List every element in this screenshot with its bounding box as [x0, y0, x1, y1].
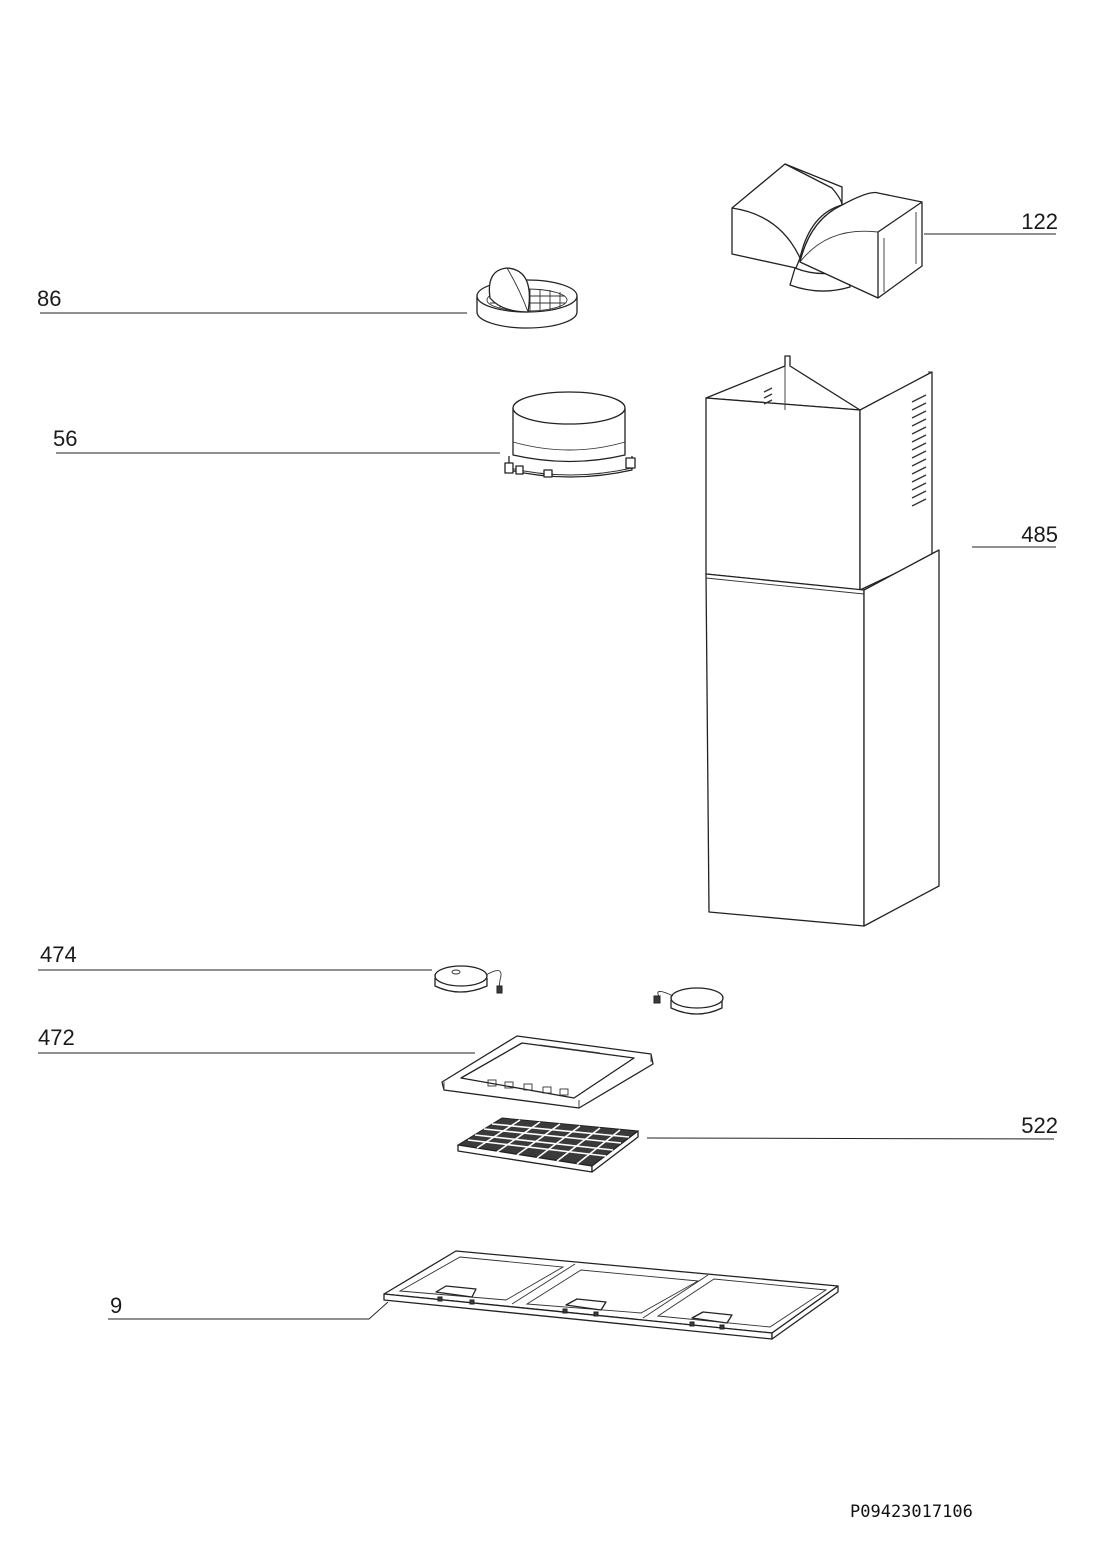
part-label-9: 9 — [110, 1293, 122, 1318]
part-label-472: 472 — [38, 1025, 75, 1050]
part-472-filter-frame[interactable] — [441, 1035, 654, 1109]
part-label-56: 56 — [53, 426, 77, 451]
leader-line-9 — [108, 1301, 389, 1320]
part-label-474: 474 — [40, 942, 77, 967]
part-522-charcoal-filter[interactable] — [456, 1117, 640, 1173]
part-86-backflow-valve[interactable] — [476, 267, 578, 329]
leader-line-522 — [646, 1137, 1055, 1140]
part-label-122: 122 — [1021, 209, 1058, 234]
part-label-86: 86 — [37, 286, 61, 311]
part-label-485: 485 — [1021, 522, 1058, 547]
part-9-grease-filters[interactable] — [383, 1250, 839, 1340]
drawing-code: P09423017106 — [850, 1502, 973, 1522]
part-122-duct-connector[interactable] — [731, 163, 923, 299]
part-56-motor-housing[interactable] — [504, 391, 636, 478]
part-474-lamp-left[interactable] — [434, 965, 503, 994]
part-485-chimney[interactable] — [705, 355, 940, 927]
part-474-lamp-right[interactable] — [653, 987, 724, 1015]
part-label-522: 522 — [1021, 1113, 1058, 1138]
